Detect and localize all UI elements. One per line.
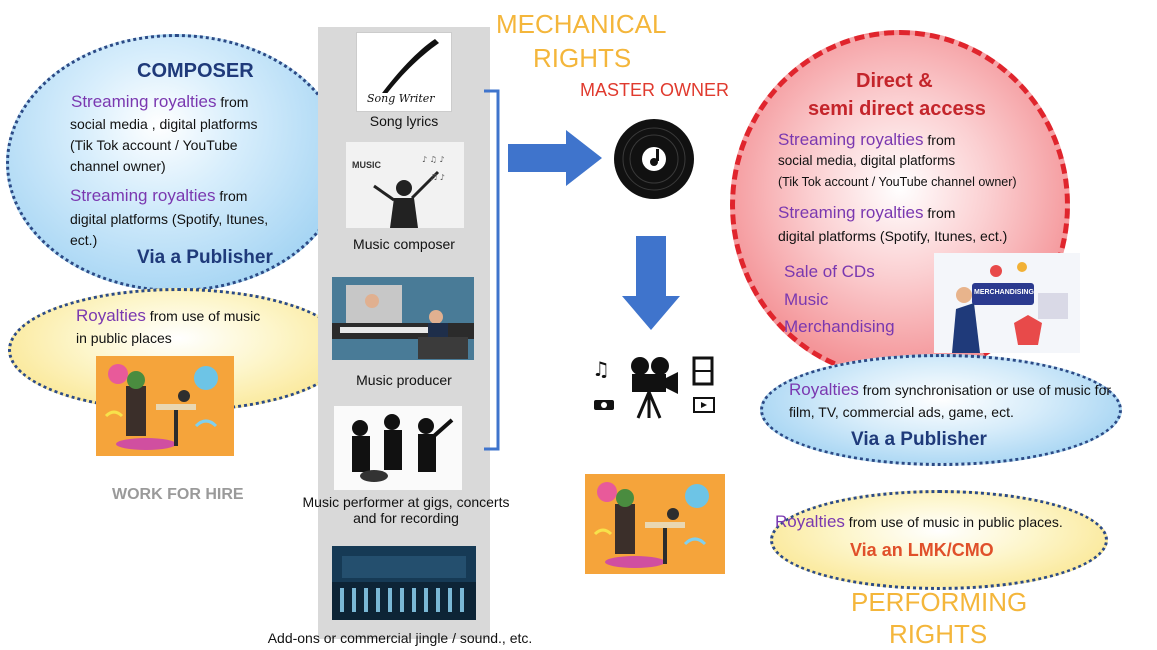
caption-song-lyrics: Song lyrics	[369, 113, 439, 129]
cafe-illustration-left	[96, 356, 234, 456]
mechanical-rights-line1: MECHANICAL	[496, 9, 667, 39]
mixing-console-icon	[332, 546, 476, 620]
public-places-right-ellipse	[770, 490, 1108, 590]
merch-illustration-icon	[934, 253, 1080, 353]
work-for-hire-label: WORK FOR HIRE	[112, 486, 244, 503]
sale-of-cds: Sale of CDs	[784, 262, 875, 281]
music-image-label: MUSIC	[352, 160, 381, 170]
cafe-illustration-center	[585, 474, 725, 574]
composer-title: COMPOSER	[137, 60, 254, 82]
public-places-left-line1: Royalties from use of music	[76, 306, 261, 325]
public-places-right-via: Via an LMK/CMO	[850, 540, 994, 560]
film-camera-icon: ♫	[592, 356, 715, 419]
direct-streaming-2-body: digital platforms (Spotify, Itunes, ect.…	[778, 228, 1008, 244]
arrow-right-icon	[508, 130, 602, 186]
sale-music: Music	[784, 290, 829, 309]
arrow-down-icon	[622, 236, 680, 330]
direct-streaming-1: Streaming royalties from	[778, 130, 956, 149]
sale-merchandising: Merchandising	[784, 317, 895, 336]
composer-ellipse	[6, 34, 346, 292]
vinyl-record-icon	[614, 119, 694, 199]
composer-streaming-1: Streaming royalties from	[71, 92, 249, 111]
direct-streaming-1-body-a: social media, digital platforms	[778, 153, 956, 168]
sync-ellipse	[760, 354, 1122, 466]
composer-streaming-2: Streaming royalties from	[70, 186, 248, 205]
music-performer-image	[334, 406, 462, 490]
direct-access-title-2: semi direct access	[808, 98, 986, 120]
sync-via-publisher: Via a Publisher	[851, 429, 987, 450]
cafe-scene-icon	[96, 356, 234, 456]
addons-image	[332, 546, 476, 620]
public-places-right-line1: Royalties from use of music in public pl…	[775, 512, 1063, 531]
merch-sign-text: MERCHANDISING	[974, 289, 1034, 296]
mechanical-rights-line2: RIGHTS	[533, 43, 632, 73]
caption-music-composer: Music composer	[353, 236, 455, 252]
studio-producer-icon	[332, 277, 474, 360]
composer-via-publisher: Via a Publisher	[137, 247, 273, 268]
composer-streaming-1-body-b: (Tik Tok account / YouTube	[70, 137, 238, 153]
public-places-left-line2: in public places	[76, 330, 172, 346]
merchandising-image: MERCHANDISING	[934, 253, 1080, 353]
performing-rights-line1: PERFORMING	[851, 587, 1028, 617]
songwriter-image: Song Writer	[356, 32, 452, 112]
direct-streaming-2: Streaming royalties from	[778, 203, 956, 222]
svg-text:♫: ♫	[592, 357, 610, 381]
svg-text:♪ ♫ ♪: ♪ ♫ ♪	[422, 155, 444, 164]
quill-pen-icon	[363, 39, 445, 109]
music-producer-image	[332, 277, 474, 360]
svg-text:♬ ♪: ♬ ♪	[430, 173, 445, 182]
composer-streaming-1-body-c: channel owner)	[70, 158, 166, 174]
performing-rights-line2: RIGHTS	[889, 619, 988, 649]
conductor-icon: ♪ ♫ ♪ ♬ ♪	[346, 142, 464, 228]
sync-line1: Royalties from synchronisation or use of…	[789, 380, 1112, 399]
songwriter-logo-text: Song Writer	[367, 92, 435, 105]
direct-access-title-1: Direct &	[856, 70, 933, 92]
cafe-scene-icon	[585, 474, 725, 574]
media-icons: ♫	[586, 352, 726, 424]
bracket-right	[484, 89, 500, 451]
direct-streaming-1-body-b: (Tik Tok account / YouTube channel owner…	[778, 175, 1017, 189]
caption-addons: Add-ons or commercial jingle / sound., e…	[267, 630, 533, 646]
composer-streaming-2-body-a: digital platforms (Spotify, Itunes,	[70, 211, 269, 227]
composer-streaming-1-body-a: social media , digital platforms	[70, 116, 258, 132]
caption-music-producer: Music producer	[356, 372, 452, 388]
music-composer-image: ♪ ♫ ♪ ♬ ♪ MUSIC	[346, 142, 464, 228]
caption-music-performer: Music performer at gigs, concerts and fo…	[302, 494, 510, 526]
sync-line2: film, TV, commercial ads, game, ect.	[789, 404, 1014, 420]
composer-streaming-2-body-b: ect.)	[70, 232, 98, 248]
jazz-band-icon	[334, 406, 462, 490]
master-owner-label: MASTER OWNER	[580, 80, 730, 100]
